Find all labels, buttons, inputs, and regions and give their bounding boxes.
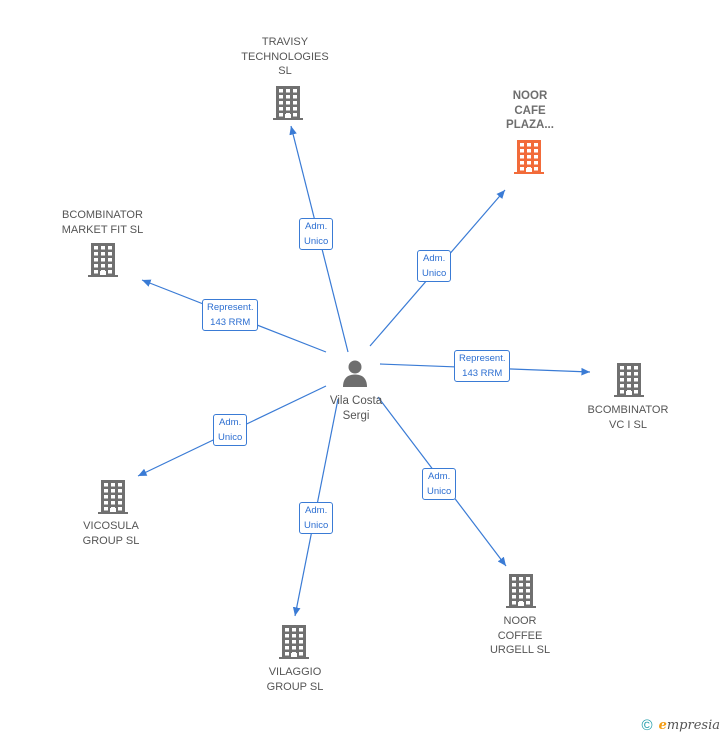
person-icon[interactable] [340,358,370,388]
company-label-travisy[interactable]: TRAVISY TECHNOLOGIES SL [241,36,329,77]
company-label-vilaggio[interactable]: VILAGGIO GROUP SL [266,666,324,693]
edge-label-bcombinator-vc[interactable]: Represent. 143 RRM [454,350,511,382]
building-icon[interactable] [506,574,536,613]
building-icon[interactable] [273,86,303,125]
building-icon[interactable] [98,480,128,519]
building-icon[interactable] [88,243,118,282]
building-icon[interactable] [514,140,544,179]
building-icon[interactable] [614,363,644,402]
building-icon[interactable] [279,625,309,664]
edge-label-vilaggio[interactable]: Adm. Unico [299,502,334,534]
company-label-noor-coffee[interactable]: NOOR COFFEE URGELL SL [489,615,551,656]
company-label-bcombinator-vc[interactable]: BCOMBINATOR VC I SL [587,404,669,431]
edge-label-noor-coffee[interactable]: Adm. Unico [422,468,457,500]
edge-label-noor-cafe[interactable]: Adm. Unico [417,250,452,282]
copyright-icon: © [641,717,653,734]
person-name[interactable]: Vila Costa Sergi [329,395,383,422]
company-label-bcombinator-mf[interactable]: BCOMBINATOR MARKET FIT SL [61,209,144,236]
company-label-vicosula[interactable]: VICOSULA GROUP SL [82,520,140,547]
edge-label-vicosula[interactable]: Adm. Unico [213,414,248,446]
footer-branding: © empresia [642,717,720,734]
brand-logo: empresia [658,718,720,733]
company-label-noor-cafe[interactable]: NOOR CAFE PLAZA... [506,90,554,131]
edge-label-travisy[interactable]: Adm. Unico [299,218,334,250]
edge-label-bcombinator-mf[interactable]: Represent. 143 RRM [202,299,259,331]
